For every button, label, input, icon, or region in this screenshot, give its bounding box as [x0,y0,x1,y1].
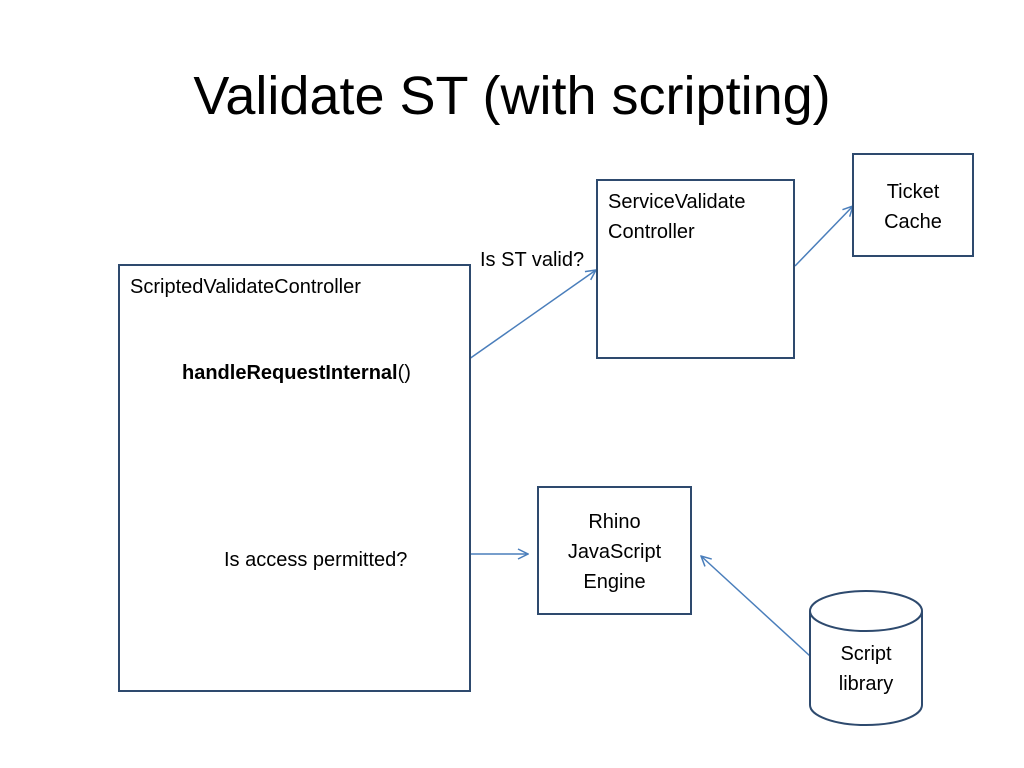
rhino-engine-line2: JavaScript [567,541,662,563]
access-question: Is access permitted? [224,549,408,571]
database-cylinder-icon [809,590,923,726]
arrow-to-service-controller [461,270,596,365]
service-validate-controller-line2: Controller [608,221,695,243]
ticket-cache-line2: Cache [884,211,942,233]
ticket-cache-box: Ticket Cache [852,153,974,257]
script-library-line2: library [838,673,894,695]
arrow-from-script-library [701,556,811,657]
service-validate-controller-box: ServiceValidate Controller [596,179,795,359]
st-valid-label: Is ST valid? [480,249,585,271]
service-validate-controller-line1: ServiceValidate [608,191,746,213]
slide-title: Validate ST (with scripting) [193,66,831,126]
rhino-engine-line3: Engine [583,571,646,593]
method-suffix: () [397,362,411,384]
rhino-engine-box: Rhino JavaScript Engine [537,486,692,615]
ticket-cache-line1: Ticket [886,181,940,203]
scripted-validate-controller-box: ScriptedValidateController handleRequest… [118,264,471,692]
script-library: Script library [808,589,924,727]
rhino-engine-line1: Rhino [588,511,641,533]
scripted-validate-controller-label: ScriptedValidateController [130,276,361,298]
method-call: handleRequestInternal() [182,358,411,388]
arrow-to-ticket-cache [794,206,853,267]
script-library-line1: Script [840,643,892,665]
method-name: handleRequestInternal [182,362,398,384]
